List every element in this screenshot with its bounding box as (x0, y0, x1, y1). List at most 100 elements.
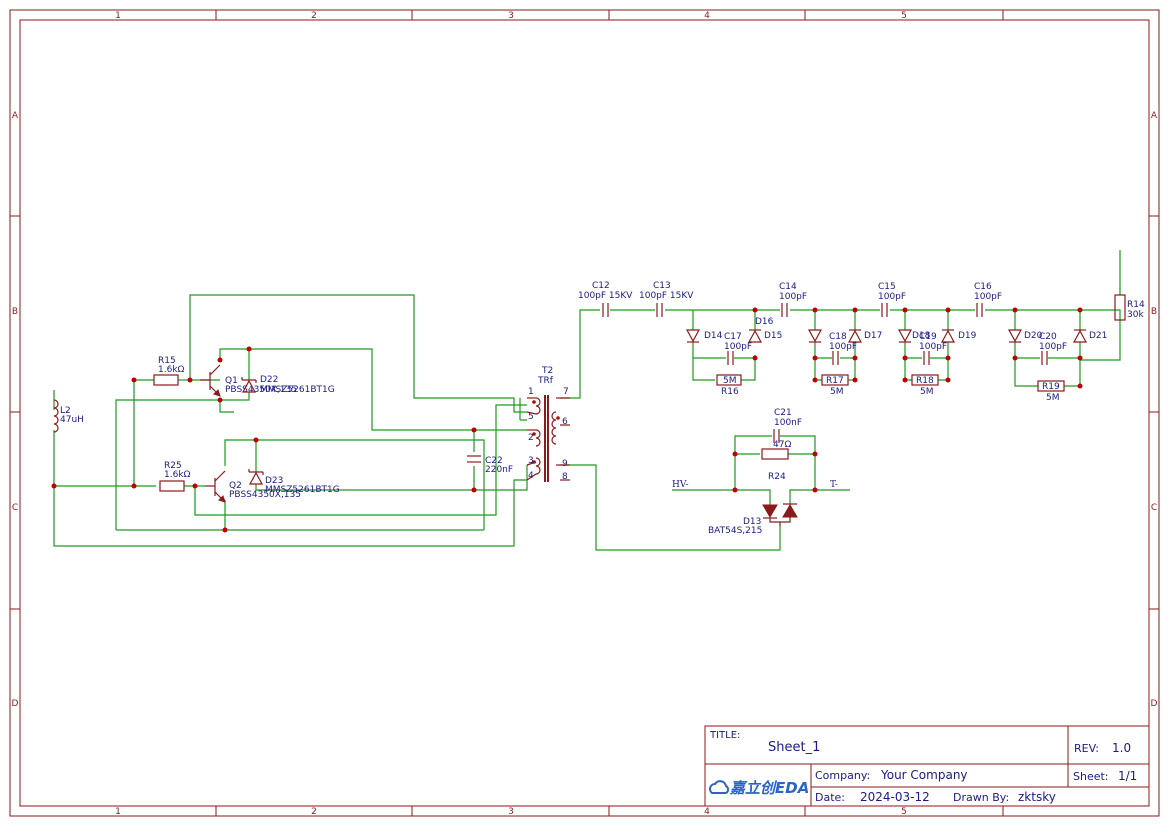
r15-ref: R15 (158, 356, 176, 366)
col-label-2-bottom: 2 (311, 807, 317, 817)
t2-pin-6: 6 (562, 417, 568, 427)
drawn-by-label: Drawn By: (953, 791, 1009, 804)
col-label-1: 1 (115, 11, 121, 21)
diode-d18[interactable]: D18 (897, 329, 931, 343)
col-label-1-bottom: 1 (115, 807, 121, 817)
diode-d21[interactable]: D21 (1072, 329, 1107, 343)
title-block: TITLE: Sheet_1 REV: 1.0 Company: Your Co… (704, 725, 1150, 807)
c17-ref: C17 (724, 332, 742, 342)
r25-ref: R25 (164, 461, 182, 471)
capacitor-c14[interactable]: C14 100pF (779, 282, 807, 317)
diode-d13[interactable]: D13 BAT54S,215 (708, 503, 798, 536)
c20-ref: C20 (1039, 332, 1057, 342)
resistor-r16[interactable]: 5M R16 (716, 374, 742, 397)
transformer-t2[interactable]: T2 TRf 1 5 2 3 4 7 6 9 8 (526, 366, 570, 482)
d16-ref: D16 (755, 317, 774, 327)
r14-ref: R14 (1127, 300, 1145, 310)
sheet-value: 1/1 (1118, 769, 1137, 783)
d23-value: MMSZ5261BT1G (265, 485, 340, 495)
capacitor-c19[interactable]: C19 100pF (919, 332, 947, 365)
diode-d19[interactable]: D19 (940, 329, 977, 343)
resistor-r19[interactable]: R19 5M (1037, 380, 1065, 403)
r24-value: 47Ω (773, 440, 791, 450)
capacitor-c15[interactable]: C15 100pF (878, 282, 906, 317)
t2-value: TRf (537, 376, 554, 386)
row-label-d-right: D (1151, 699, 1158, 709)
c16-ref: C16 (974, 282, 992, 292)
capacitor-c16[interactable]: C16 100pF (974, 282, 1002, 317)
col-label-2: 2 (311, 11, 317, 21)
eda-logo: 嘉立创EDA (709, 779, 809, 797)
col-label-5-bottom: 5 (901, 807, 907, 817)
d21-ref: D21 (1089, 331, 1107, 341)
col-label-3: 3 (508, 11, 514, 21)
q1-value: PBSS4350X,135 (225, 385, 297, 395)
c13-value: 100pF 15KV (639, 291, 694, 301)
col-label-3-bottom: 3 (508, 807, 514, 817)
c19-ref: C19 (919, 332, 937, 342)
row-label-c-right: C (1151, 503, 1157, 513)
resistor-r15[interactable]: R15 1.6kΩ (153, 356, 185, 386)
d15-ref: D15 (764, 331, 782, 341)
row-label-a-right: A (1151, 111, 1158, 121)
c15-ref: C15 (878, 282, 896, 292)
t2-pin-1: 1 (528, 387, 534, 397)
capacitor-c13[interactable]: C13 100pF 15KV (639, 281, 694, 317)
zener-d23[interactable]: D23 MMSZ5261BT1G (248, 469, 340, 495)
transistor-q2[interactable]: Q2 PBSS4350X,135 (205, 470, 301, 503)
r19-ref: R19 (1042, 382, 1060, 392)
c17-value: 100pF (724, 342, 752, 352)
col-label-4: 4 (704, 11, 710, 21)
t2-pin-8: 8 (562, 472, 568, 482)
diode-d16[interactable]: D16 (747, 317, 774, 343)
resistor-r14[interactable]: R14 30k (1114, 294, 1145, 321)
q2-value: PBSS4350X,135 (229, 490, 301, 500)
rev-value: 1.0 (1112, 741, 1131, 755)
diode-d18-left[interactable] (807, 329, 823, 343)
row-label-c: C (12, 503, 18, 513)
cloud-icon (709, 780, 730, 794)
r25-value: 1.6kΩ (164, 470, 191, 480)
sheet-label: Sheet: (1073, 770, 1109, 783)
r14-value: 30k (1127, 310, 1144, 320)
c22-value: 220nF (485, 465, 513, 475)
resistor-r25[interactable]: R25 1.6kΩ (159, 461, 191, 492)
resistor-r18[interactable]: R18 5M (911, 374, 939, 397)
inductor-l2[interactable]: L2 47uH (53, 399, 84, 433)
d18-ref: D18 (912, 331, 931, 341)
resistor-r24[interactable]: 47Ω R24 (761, 440, 791, 482)
capacitor-c22[interactable]: C22 220nF (467, 455, 513, 475)
c12-ref: C12 (592, 281, 610, 291)
capacitor-c20[interactable]: C20 100pF (1039, 332, 1067, 365)
capacitor-c21[interactable]: C21 100nF (773, 408, 802, 443)
c21-ref: C21 (774, 408, 792, 418)
diode-d20[interactable]: D20 (1007, 329, 1043, 343)
col-label-4-bottom: 4 (704, 807, 710, 817)
l2-ref: L2 (60, 406, 71, 416)
logo-text: 嘉立创EDA (729, 779, 809, 797)
r24-ref: R24 (768, 472, 786, 482)
row-label-b: B (12, 307, 18, 317)
t2-pin-4: 4 (528, 471, 534, 481)
diode-d15: D15 (764, 331, 782, 341)
capacitor-c18[interactable]: C18 100pF (829, 332, 857, 365)
zener-d22[interactable]: D22 MMSZ5261BT1G (241, 375, 335, 395)
diode-d14[interactable]: D14 (685, 329, 723, 343)
d22-ref: D22 (260, 375, 278, 385)
d14-ref: D14 (704, 331, 723, 341)
c20-value: 100pF (1039, 342, 1067, 352)
r15-value: 1.6kΩ (158, 365, 185, 375)
resistor-r17[interactable]: R17 5M (821, 374, 849, 397)
row-label-a: A (12, 111, 19, 121)
capacitor-c17[interactable]: C17 100pF (724, 332, 752, 365)
diode-d17[interactable]: D17 (847, 329, 882, 343)
d22-value: MMSZ5261BT1G (260, 385, 335, 395)
capacitor-c12[interactable]: C12 100pF 15KV (578, 281, 633, 317)
r18-value: 5M (920, 387, 934, 397)
date-label: Date: (815, 791, 845, 804)
r18-ref: R18 (916, 376, 934, 386)
d20-ref: D20 (1024, 331, 1043, 341)
transistor-q1[interactable]: Q1 PBSS4350X,135 (200, 364, 297, 397)
c19-value: 100pF (919, 342, 947, 352)
